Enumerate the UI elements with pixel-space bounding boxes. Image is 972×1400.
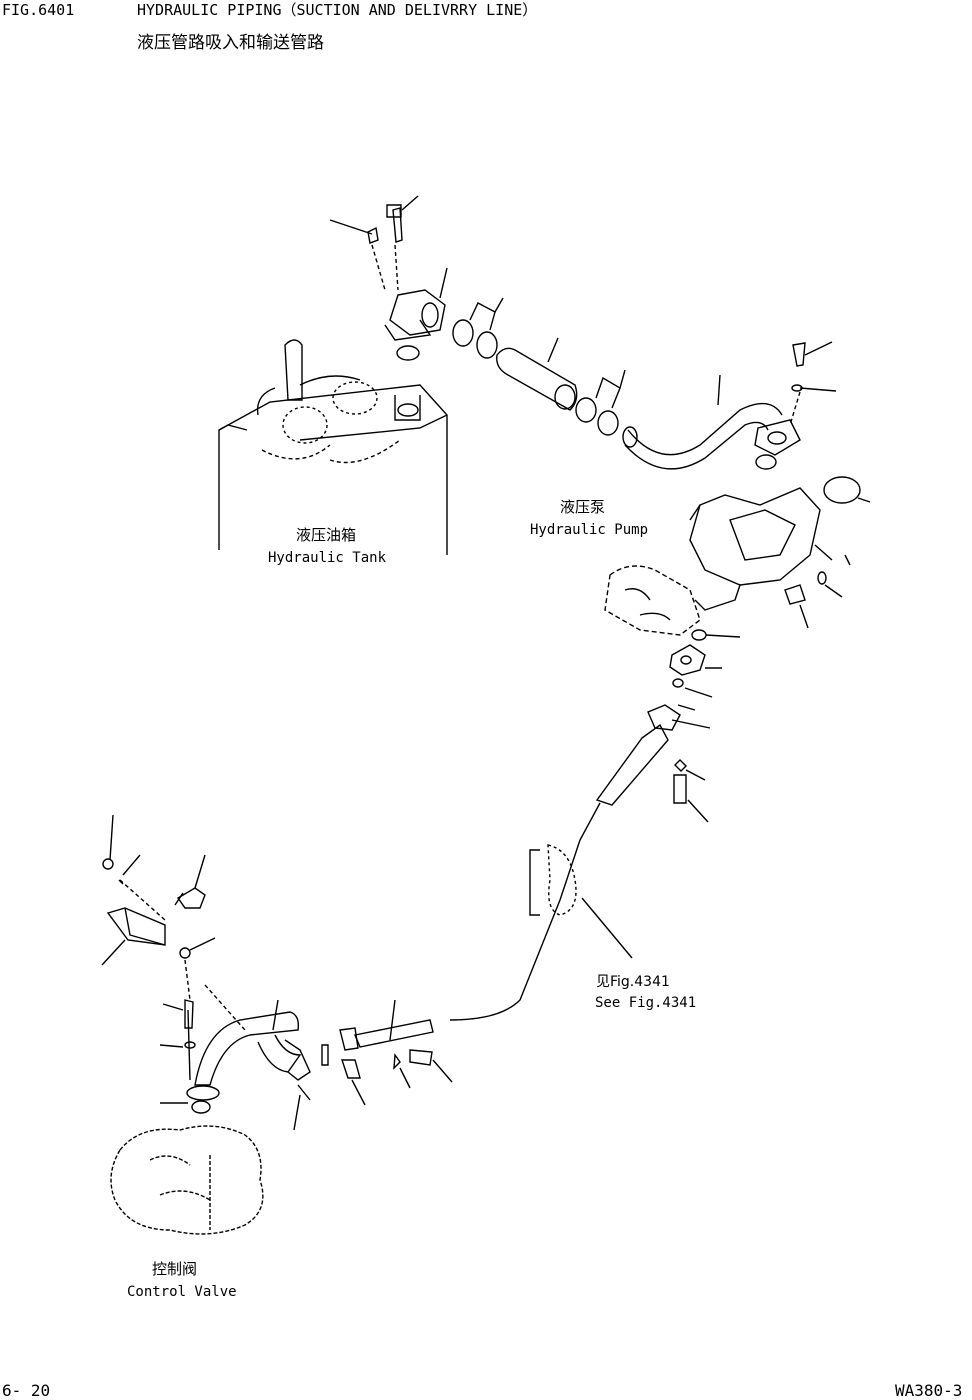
control-valve-drawing [111, 1126, 263, 1234]
figure-title-chinese: 液压管路吸入和输送管路 [137, 33, 324, 53]
see-fig-label-zh: 见Fig.4341 [596, 974, 670, 990]
delivery-fittings [597, 645, 722, 822]
control-valve-label-en: Control Valve [127, 1284, 237, 1300]
suction-pipe [623, 342, 836, 469]
control-valve-elbow [160, 985, 310, 1130]
bracket-assembly [102, 815, 215, 1000]
page-number: 6- 20 [2, 1381, 51, 1400]
figure-number: FIG.6401 [2, 1, 75, 19]
model-number: WA380-3 [895, 1381, 963, 1400]
hydraulic-pump-label-zh: 液压泵 [560, 498, 606, 516]
hydraulic-pump-label-en: Hydraulic Pump [530, 522, 649, 538]
control-valve-label-zh: 控制阀 [152, 1260, 198, 1278]
delivery-hose [322, 803, 632, 1105]
hydraulic-tank-label-en: Hydraulic Tank [268, 550, 387, 566]
figure-title: HYDRAULIC PIPING（SUCTION AND DELIVRRY LI… [137, 1, 538, 19]
tank-outlet-elbow [330, 196, 447, 360]
suction-hose [453, 298, 625, 435]
hydraulic-tank-drawing [219, 340, 447, 555]
see-fig-label-en: See Fig.4341 [595, 995, 697, 1011]
hydraulic-tank-label-zh: 液压油箱 [296, 526, 357, 544]
hydraulic-pump-drawing [605, 477, 870, 640]
